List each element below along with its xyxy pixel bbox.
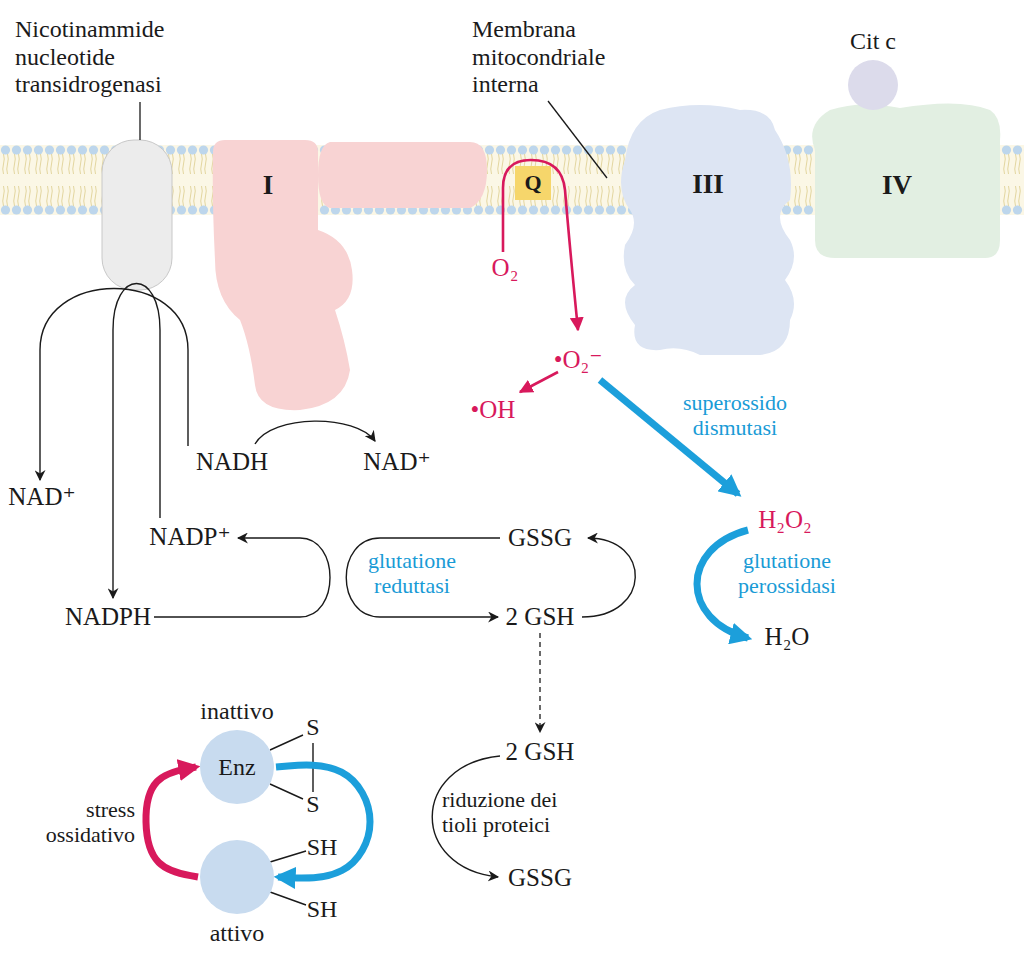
metabolite-label: H₂O [765, 623, 810, 652]
metabolite-label: GSSG [508, 864, 572, 893]
atom-label: SH [307, 896, 338, 924]
metabolite-label: NADP⁺ [149, 523, 230, 552]
leader-line [548, 101, 607, 178]
enzyme-active: attivo [200, 840, 274, 914]
complex-i: I [210, 138, 490, 414]
edge-label: stress ossidativo [21, 797, 137, 848]
radical-arrow [520, 372, 558, 392]
node-label: IV [882, 171, 912, 201]
metabolite-label: 2 GSH [506, 603, 575, 632]
atom-label: SH [307, 834, 338, 862]
callout-label: Nicotinammide nucleotide transidrogenasi [15, 16, 185, 99]
enzyme-name: glutatione reduttasi [357, 548, 467, 599]
leader-line [139, 102, 140, 140]
node-outline [210, 138, 490, 414]
ubiquinone-box: Q [515, 166, 551, 200]
node-label: I [263, 171, 274, 201]
reaction-arrow [582, 538, 635, 617]
enzyme-name: superossido dismutasi [665, 390, 805, 441]
dashed-arrow [539, 633, 540, 732]
reduction-arrow [276, 765, 370, 878]
reactive-species: •OH [471, 396, 516, 425]
reactive-species: H₂O₂ [758, 506, 812, 535]
cytochrome-c: Cit c [848, 60, 898, 110]
oxidation-arrow [146, 767, 198, 877]
reaction-arrow [113, 284, 160, 599]
metabolite-label: NADPH [65, 603, 151, 632]
complex-iv: IV [805, 98, 1002, 260]
atom-label: S [306, 714, 319, 742]
metabolite-label: NAD⁺ [363, 448, 430, 477]
electron-leak-arrow [503, 160, 578, 330]
node-label: III [692, 170, 724, 200]
protein-shape [213, 140, 487, 410]
reaction-arrow [346, 538, 500, 617]
metabolite-label: NADH [196, 448, 268, 477]
node-label: Enz [218, 754, 255, 780]
process-label: riduzione dei tioli proteici [442, 787, 582, 838]
protein-shape [812, 103, 1000, 258]
reaction-arrow [255, 421, 375, 444]
node-label: Q [524, 171, 541, 195]
node-outline [613, 100, 803, 358]
node-label: attivo [210, 920, 265, 946]
reactive-species: •O₂⁻ [554, 346, 603, 375]
metabolite-label: 2 GSH [506, 738, 575, 767]
protein-shape [621, 105, 794, 355]
enzyme-inactive: inattivoEnz [200, 730, 274, 804]
transhydrogenase-protein [102, 140, 172, 290]
reactive-species: O₂ [492, 254, 519, 283]
complex-iii: III [613, 100, 803, 358]
metabolite-label: GSSG [508, 524, 572, 553]
metabolite-label: NAD⁺ [8, 483, 75, 512]
enzyme-name: glutatione perossidasi [717, 548, 857, 599]
atom-label: S [306, 791, 319, 819]
node-heading: inattivo [200, 698, 273, 724]
reaction-arrow [154, 538, 330, 617]
node-heading: Cit c [850, 28, 896, 54]
callout-label: Membrana mitocondriale interna [472, 16, 632, 99]
